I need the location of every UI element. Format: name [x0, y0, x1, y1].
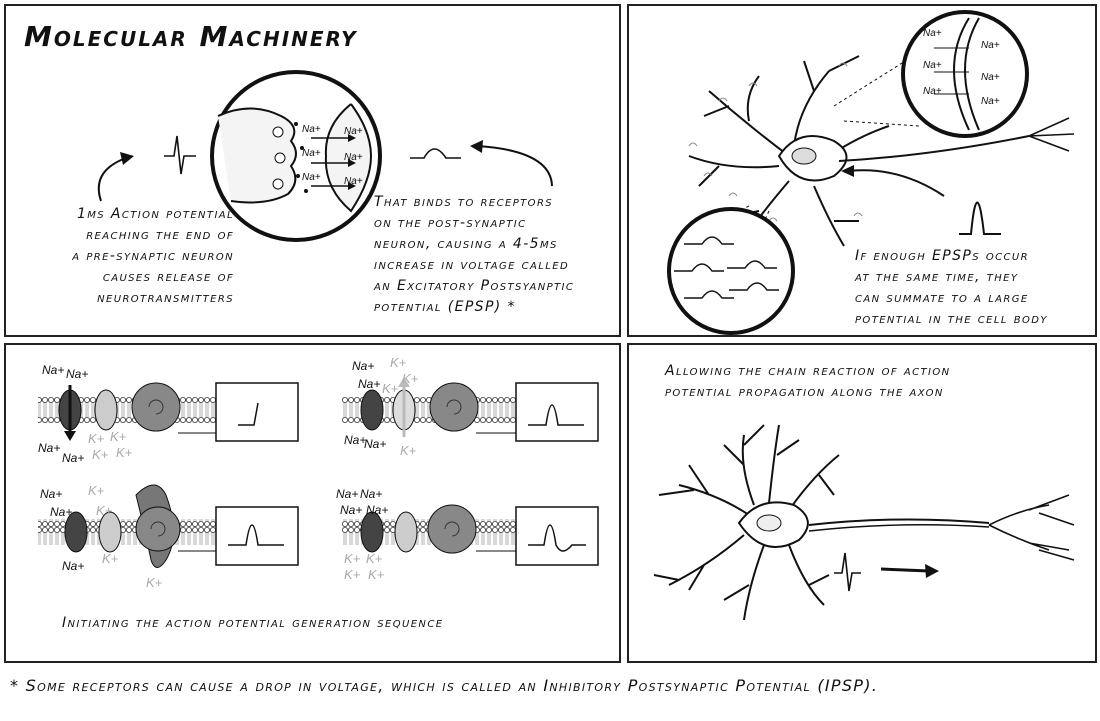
caption-line: a pre-synaptic neuron — [72, 248, 234, 264]
membrane-stage-4 — [342, 504, 599, 566]
na-ion-label: Na+ — [981, 40, 1000, 51]
membrane-stage-3 — [38, 484, 299, 568]
epsp-waveforms — [674, 236, 779, 299]
na-ion-label: Na+ — [358, 377, 381, 391]
propagation-arrow-head — [925, 564, 939, 578]
caption-line: Allowing the chain reaction of action — [665, 363, 951, 379]
na-ion-label: Na+ — [981, 96, 1000, 107]
footnote: * Some receptors can cause a drop in vol… — [10, 676, 879, 695]
k-ion-label: K+ — [102, 551, 119, 566]
caption-initiating: Initiating the action potential generati… — [62, 615, 444, 631]
k-ion-label: K+ — [344, 567, 361, 582]
k-ion-label: K+ — [400, 443, 417, 458]
nucleus — [791, 147, 817, 165]
axon — [808, 518, 990, 526]
k-ion-label: K+ — [402, 371, 419, 386]
na-ion-label: Na+ — [981, 72, 1000, 83]
na-ion-label: Na+ — [923, 28, 942, 39]
curved-arrow-left — [97, 157, 127, 202]
panel-synapse: Molecular Machinery Na+ Na+ Na+ Na — [4, 4, 621, 337]
na-ion-label: Na+ — [344, 126, 363, 137]
membrane-stage-1 — [38, 382, 299, 442]
na-ion-label: Na+ — [42, 363, 65, 377]
k-ion-label: K+ — [92, 447, 109, 462]
arrow-head-left — [120, 152, 134, 165]
na-ion-label: Na+ — [923, 60, 942, 71]
caption-line: at the same time, they — [855, 269, 1019, 285]
na-ion-label: Na+ — [62, 559, 85, 573]
arrow-head-right — [470, 140, 483, 153]
caption-line: If enough EPSPs occur — [855, 248, 1029, 264]
spike-waveform — [164, 135, 196, 175]
k-ion-label: K+ — [366, 551, 383, 566]
propagation-arrow — [880, 567, 930, 573]
caption-line: That binds to receptors — [374, 194, 554, 210]
k-ion-label: K+ — [88, 431, 105, 446]
arrow-to-soma — [848, 169, 945, 197]
neuron-summation-illustration — [667, 10, 1075, 335]
channel-sequence-illustration — [38, 377, 599, 568]
large-potential-waveform — [959, 201, 1001, 235]
synapse-illustration — [97, 70, 553, 242]
panel-action-potential-sequence: Na+ Na+ Na+ Na+ K+ K+ K+ K+ Na+ Na+ Na+ … — [4, 343, 621, 663]
na-ion-label: Na+ — [364, 437, 387, 451]
na-ion-label: Na+ — [340, 503, 363, 517]
na-ion-label: Na+ — [302, 148, 321, 159]
caption-propagation: Allowing the chain reaction of action po… — [665, 361, 1085, 403]
caption-line: on the post-synaptic — [374, 215, 527, 231]
na-ion-label: Na+ — [336, 487, 359, 501]
membrane-stage-2 — [342, 377, 599, 442]
na-ion-label: Na+ — [40, 487, 63, 501]
axon — [838, 135, 1030, 162]
na-ion-label: Na+ — [344, 152, 363, 163]
na-ion-label: Na+ — [360, 487, 383, 501]
na-ion-label: Na+ — [923, 86, 942, 97]
na-ion-label: Na+ — [352, 359, 375, 373]
na-ion-label: Na+ — [62, 451, 85, 465]
k-ion-label: K+ — [110, 429, 127, 444]
caption-line: increase in voltage called — [374, 257, 570, 273]
caption-line: can summate to a large — [855, 290, 1029, 306]
caption-line: potential propagation along the axon — [665, 384, 944, 400]
panel-summation: Na+ Na+ Na+ Na+ Na+ Na+ If enough EPSPs … — [627, 4, 1097, 337]
k-ion-label: K+ — [146, 575, 163, 590]
k-ion-label: K+ — [390, 355, 407, 370]
caption-line: neurotransmitters — [97, 290, 234, 306]
k-ion-label: K+ — [116, 445, 133, 460]
caption-line: causes release of — [102, 269, 234, 285]
axon-terminals — [988, 494, 1075, 561]
postsynaptic-membrane — [324, 103, 373, 213]
na-ion-label: Na+ — [50, 505, 73, 519]
caption-line: reaching the end of — [86, 227, 234, 243]
caption-line: potential in the cell body — [855, 311, 1048, 327]
k-ion-label: K+ — [344, 551, 361, 566]
neuron-propagation-illustration — [653, 424, 1075, 621]
panel-propagation: Allowing the chain reaction of action po… — [627, 343, 1097, 663]
zoom-circle-epsps — [667, 207, 795, 335]
na-ion-label: Na+ — [38, 441, 61, 455]
caption-line: an Excitatory Postsyanptic — [374, 278, 575, 294]
na-ion-label: Na+ — [302, 172, 321, 183]
k-ion-label: K+ — [88, 483, 105, 498]
caption-summation: If enough EPSPs occur at the same time, … — [855, 246, 1095, 330]
neuron-dendrites — [653, 424, 840, 621]
k-ion-label: K+ — [368, 567, 385, 582]
caption-postsynaptic: That binds to receptors on the post-syna… — [374, 192, 619, 318]
na-ion-label: Na+ — [366, 503, 389, 517]
caption-line: potential (EPSP) * — [374, 299, 516, 315]
caption-line: 1ms Action potential — [76, 206, 234, 222]
na-ion-label: Na+ — [344, 433, 367, 447]
k-ion-label: K+ — [96, 503, 113, 518]
epsp-bump-waveform — [410, 148, 461, 159]
spike-waveform — [834, 552, 861, 592]
na-ion-label: Na+ — [344, 176, 363, 187]
caption-presynaptic: 1ms Action potential reaching the end of… — [24, 204, 234, 309]
caption-line: neuron, causing a 4-5ms — [374, 236, 558, 252]
curved-arrow-right — [477, 145, 553, 187]
page-title: Molecular Machinery — [24, 20, 358, 53]
k-ion-label: K+ — [382, 381, 399, 396]
na-ion-label: Na+ — [66, 367, 89, 381]
nucleus — [756, 514, 782, 532]
na-ion-label: Na+ — [302, 124, 321, 135]
